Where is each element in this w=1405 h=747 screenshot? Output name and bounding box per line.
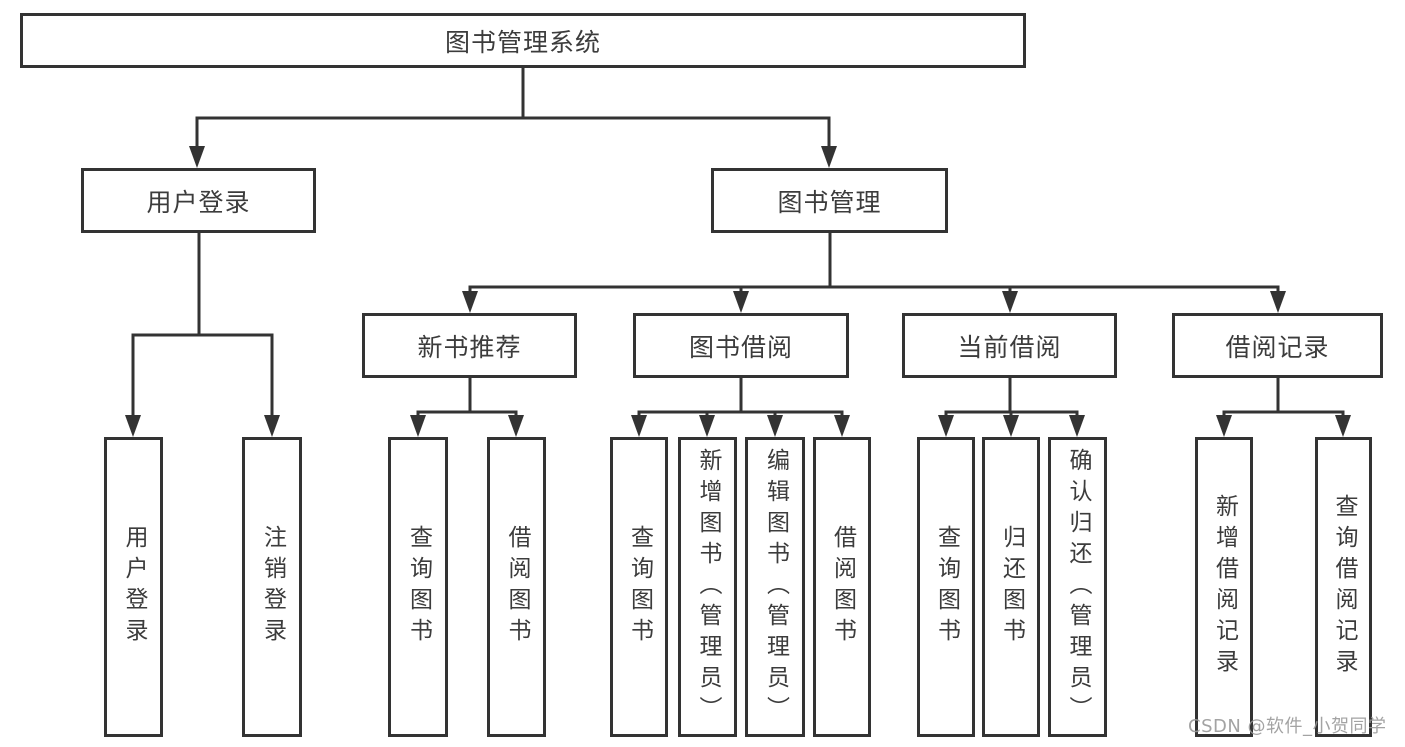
node-book-borrowing: 图书借阅 xyxy=(633,313,849,378)
leaf-label: 查询图书 xyxy=(626,525,653,649)
node-label: 当前借阅 xyxy=(957,332,1062,362)
leaf-query-books-recommend: 查询图书 xyxy=(388,437,448,737)
leaf-query-books-borrowing: 查询图书 xyxy=(610,437,668,737)
leaf-label: 借阅图书 xyxy=(829,525,856,649)
leaf-query-borrow-record: 查询借阅记录 xyxy=(1315,437,1372,737)
connector-login-to-leaves xyxy=(125,231,280,437)
leaf-label: 借阅图书 xyxy=(504,525,530,649)
leaf-borrow-books-borrowing: 借阅图书 xyxy=(813,437,871,737)
connector-records-to-leaves xyxy=(1216,376,1351,437)
leaf-label: 新增借阅记录 xyxy=(1211,494,1238,680)
leaf-confirm-return-admin: 确认归还（管理员） xyxy=(1048,437,1107,737)
leaf-label: 注销登录 xyxy=(259,525,286,649)
node-label: 用户登录 xyxy=(146,187,251,217)
leaf-edit-book-admin: 编辑图书（管理员） xyxy=(745,437,805,737)
node-current-borrowing: 当前借阅 xyxy=(902,313,1117,378)
connector-mgmt-to-level3 xyxy=(462,231,1286,313)
node-root-book-management-system: 图书管理系统 xyxy=(20,13,1026,68)
leaf-user-login: 用户登录 xyxy=(104,437,163,737)
node-label: 借阅记录 xyxy=(1225,332,1330,362)
leaf-logout: 注销登录 xyxy=(242,437,302,737)
leaf-label: 用户登录 xyxy=(121,525,147,649)
connector-root-to-level2 xyxy=(189,66,837,168)
leaf-borrow-books-recommend: 借阅图书 xyxy=(487,437,546,737)
leaf-query-books-current: 查询图书 xyxy=(917,437,975,737)
leaf-add-borrow-record: 新增借阅记录 xyxy=(1195,437,1253,737)
node-borrowing-records: 借阅记录 xyxy=(1172,313,1383,378)
leaf-label: 确认归还（管理员） xyxy=(1065,447,1091,727)
leaf-label: 新增图书（管理员） xyxy=(695,447,721,727)
node-label: 图书借阅 xyxy=(688,332,793,362)
node-label: 图书管理系统 xyxy=(444,27,601,57)
node-user-login: 用户登录 xyxy=(81,168,316,233)
node-book-management: 图书管理 xyxy=(711,168,948,233)
leaf-add-book-admin: 新增图书（管理员） xyxy=(678,437,737,737)
connector-newrec-to-leaves xyxy=(410,376,524,437)
csdn-watermark: CSDN @软件_小贺同学 xyxy=(1188,716,1387,737)
leaf-label: 查询图书 xyxy=(405,525,432,649)
connector-borrow-to-leaves xyxy=(631,376,850,437)
leaf-return-book: 归还图书 xyxy=(982,437,1040,737)
leaf-label: 查询借阅记录 xyxy=(1331,494,1357,680)
node-label: 图书管理 xyxy=(777,187,882,217)
node-label: 新书推荐 xyxy=(417,332,522,362)
leaf-label: 编辑图书（管理员） xyxy=(762,447,789,727)
leaf-label: 查询图书 xyxy=(933,525,960,649)
leaf-label: 归还图书 xyxy=(998,525,1025,649)
connector-current-to-leaves xyxy=(938,376,1085,437)
node-new-book-recommendation: 新书推荐 xyxy=(362,313,577,378)
